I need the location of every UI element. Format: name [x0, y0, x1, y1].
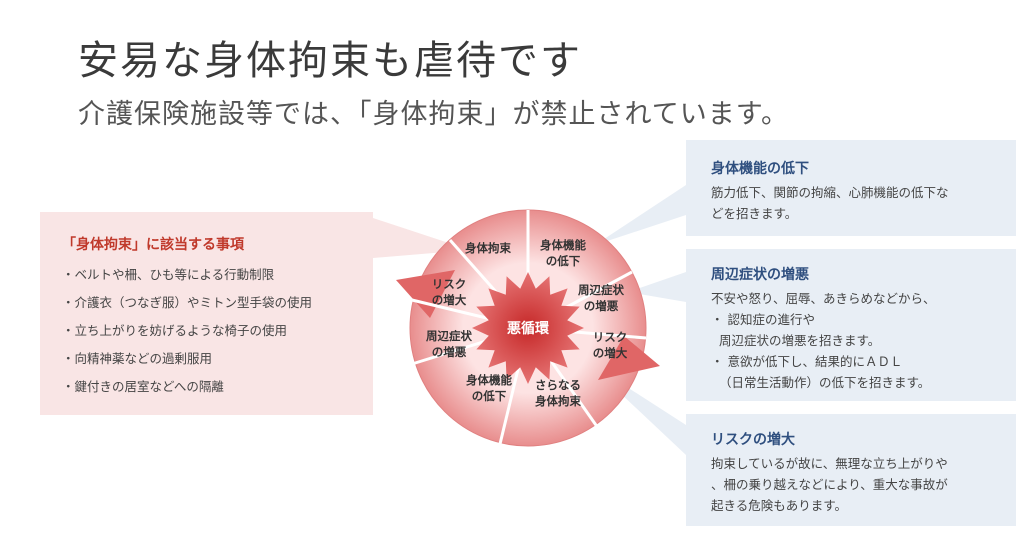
list-item: ・鍵付きの居室などへの隔離 [62, 379, 224, 394]
page-title: 安易な身体拘束も虐待です [78, 38, 582, 84]
seg-risk-left-1: リスク [432, 277, 467, 291]
restraint-examples-heading: 「身体拘束」に該当する事項 [62, 237, 244, 253]
list-item: ・立ち上がりを妨げるような椅子の使用 [62, 323, 288, 338]
seg-bpsd-right-1: 周辺症状 [578, 283, 624, 297]
restraint-examples-panel: 「身体拘束」に該当する事項 ・ベルトや柵、ひも等による行動制限 ・介護衣（つなぎ… [40, 212, 373, 415]
seg-decline-top-1: 身体機能 [540, 238, 586, 252]
seg-restraint: 身体拘束 [465, 241, 511, 255]
seg-bpsd-right-2: の増悪 [584, 299, 619, 313]
panel-physical-decline-body: 筋力低下、関節の拘縮、心肺機能の低下な どを招きます。 [711, 185, 949, 221]
restraint-examples-list: ・ベルトや柵、ひも等による行動制限 ・介護衣（つなぎ服）やミトン型手袋の使用 ・… [62, 266, 312, 406]
page-subtitle: 介護保険施設等では、「身体拘束」が禁止されています。 [78, 99, 789, 130]
seg-decline-bottom-1: 身体機能 [466, 373, 512, 387]
starburst-shape [472, 272, 584, 384]
arrow-left [396, 270, 455, 318]
panel-bpsd-body: 不安や怒り、屈辱、あきらめなどから、 ・ 認知症の進行や 周辺症状の増悪を招きま… [711, 291, 936, 390]
panel-risk-increase: リスクの増大 拘束しているが故に、無理な立ち上がりや 、柵の乗り越えなどにより、… [686, 414, 1016, 526]
seg-bpsd-left-1: 周辺症状 [426, 329, 472, 343]
seg-risk-right-2: の増大 [593, 346, 628, 360]
list-item: ・向精神薬などの過剰服用 [62, 351, 213, 366]
center-starburst [472, 272, 584, 384]
seg-risk-right-1: リスク [593, 330, 628, 344]
callout-right-2 [628, 272, 686, 302]
seg-more-restraint-1: さらなる [535, 378, 581, 392]
seg-risk-left-2: の増大 [432, 293, 467, 307]
seg-more-restraint-2: 身体拘束 [535, 394, 581, 408]
panel-bpsd-heading: 周辺症状の増悪 [711, 267, 809, 283]
panel-bpsd-worsening: 周辺症状の増悪 不安や怒り、屈辱、あきらめなどから、 ・ 認知症の進行や 周辺症… [686, 249, 1016, 401]
panel-physical-decline-heading: 身体機能の低下 [711, 161, 809, 177]
seg-decline-top-2: の低下 [546, 254, 581, 268]
panel-risk-heading: リスクの増大 [711, 432, 795, 448]
callout-right-1 [595, 185, 686, 245]
arrow-right [598, 336, 660, 380]
panel-physical-decline: 身体機能の低下 筋力低下、関節の拘縮、心肺機能の低下な どを招きます。 [686, 140, 1016, 236]
center-label: 悪循環 [507, 320, 550, 337]
list-item: ・ベルトや柵、ひも等による行動制限 [62, 267, 275, 282]
list-item: ・介護衣（つなぎ服）やミトン型手袋の使用 [62, 295, 313, 310]
seg-bpsd-left-2: の増悪 [432, 345, 467, 359]
seg-decline-bottom-2: の低下 [472, 389, 507, 403]
panel-risk-body: 拘束しているが故に、無理な立ち上がりや 、柵の乗り越えなどにより、重大な事故が … [711, 456, 948, 513]
